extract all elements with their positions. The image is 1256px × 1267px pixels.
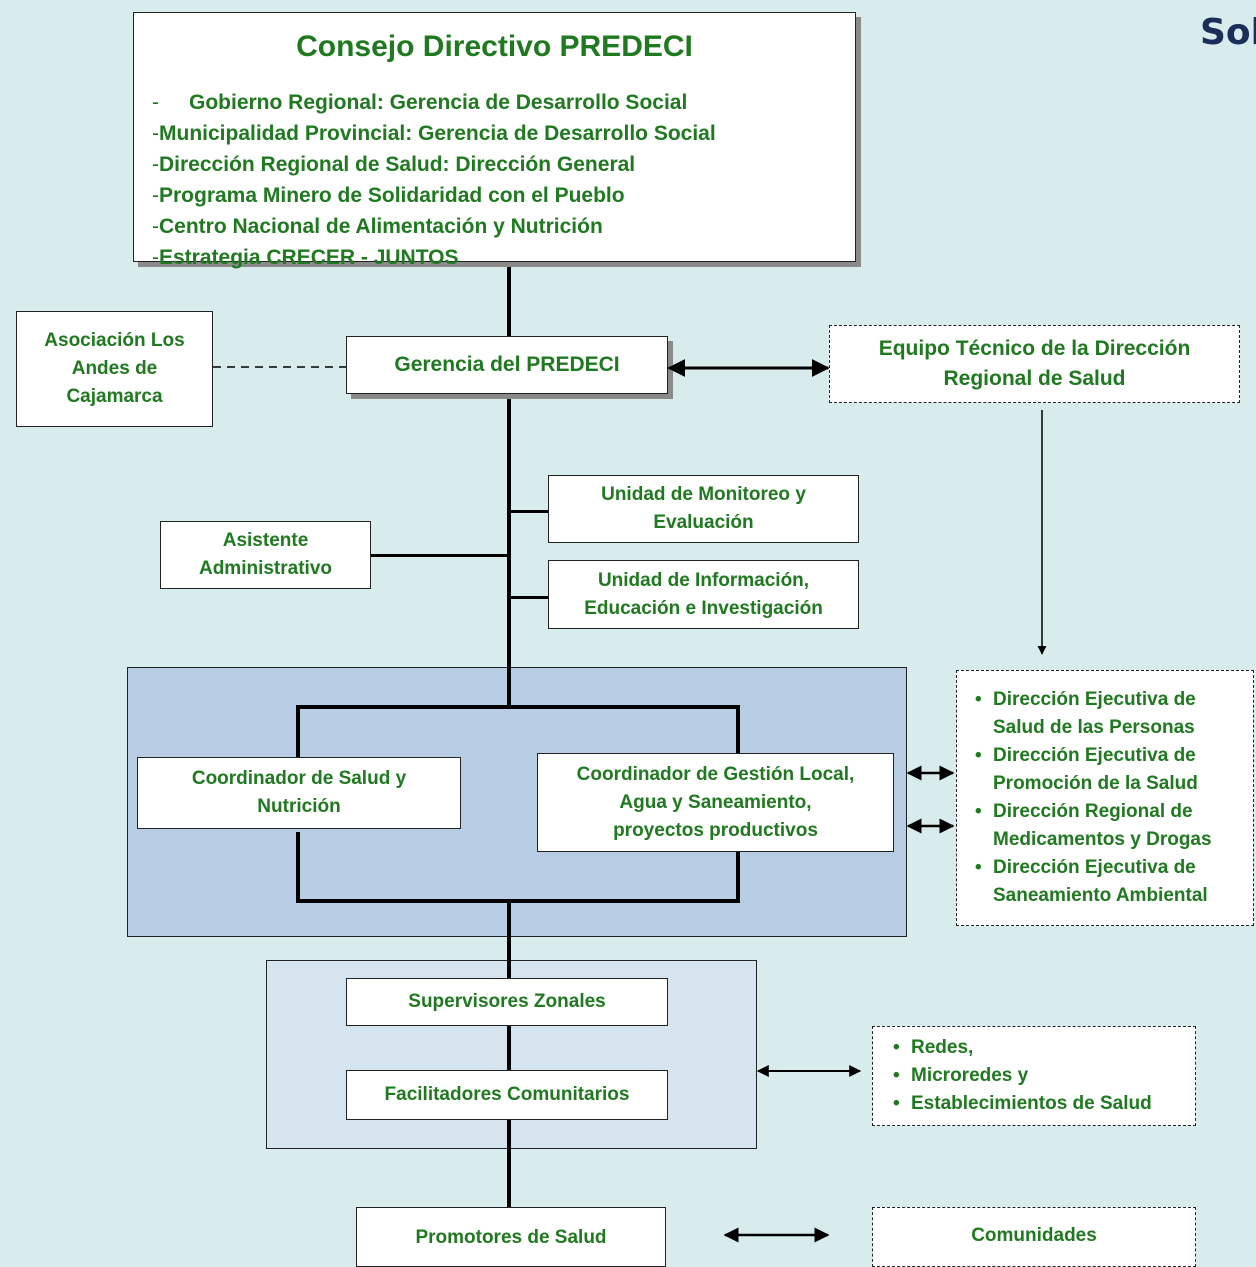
redes-list: Redes, Microredes y Establecimientos de … bbox=[893, 1034, 1152, 1118]
informacion-branch bbox=[507, 596, 549, 599]
unidad-informacion-line: Unidad de Información, bbox=[597, 569, 810, 591]
unidad-monitoreo-line: Unidad de Monitoreo y bbox=[601, 484, 806, 505]
corner-logo: Sol bbox=[1200, 12, 1256, 53]
asistente-box: Asistente Administrativo bbox=[160, 521, 371, 589]
coordinador-salud-line: Nutrición bbox=[257, 796, 341, 817]
facilitadores-box: Facilitadores Comunitarios bbox=[346, 1070, 668, 1120]
consejo-directivo-box: Consejo Directivo PREDECI -Gobierno Regi… bbox=[133, 12, 856, 269]
supervisores-box: Supervisores Zonales bbox=[346, 978, 668, 1026]
asistente-line: Asistente bbox=[222, 530, 309, 551]
comunidades-label: Comunidades bbox=[971, 1225, 1097, 1246]
coordinador-gestion-line: Agua y Saneamiento, bbox=[619, 791, 812, 813]
unidad-monitoreo-line: Evaluación bbox=[653, 512, 754, 533]
consejo-member: -Programa Minero de Solidaridad con el P… bbox=[152, 184, 625, 207]
supervisores-label: Supervisores Zonales bbox=[408, 991, 606, 1012]
consejo-member: -Municipalidad Provincial: Gerencia de D… bbox=[152, 122, 716, 145]
promotores-label: Promotores de Salud bbox=[415, 1227, 607, 1248]
coordinators-top-bar bbox=[296, 705, 740, 709]
redes-box: Redes, Microredes y Establecimientos de … bbox=[872, 1026, 1196, 1126]
coordinator-right-up bbox=[736, 852, 740, 902]
asociacion-line: Cajamarca bbox=[66, 386, 163, 407]
unidad-informacion-box: Unidad de Información, Educación e Inves… bbox=[548, 560, 859, 629]
monitoreo-branch bbox=[507, 510, 549, 513]
consejo-member: -Gobierno Regional: Gerencia de Desarrol… bbox=[152, 91, 688, 114]
consejo-member-list: -Gobierno Regional: Gerencia de Desarrol… bbox=[152, 87, 837, 273]
coordinador-salud-line: Coordinador de Salud y bbox=[191, 768, 407, 789]
asociacion-line: Asociación Los bbox=[44, 330, 185, 351]
coordinator-right-drop bbox=[736, 705, 740, 753]
coordinador-salud-box: Coordinador de Salud y Nutrición bbox=[137, 757, 461, 829]
facilitadores-label: Facilitadores Comunitarios bbox=[384, 1084, 630, 1105]
equipo-tecnico-line: Regional de Salud bbox=[943, 367, 1126, 390]
coordinador-gestion-line: Coordinador de Gestión Local, bbox=[576, 763, 855, 785]
consejo-member: -Centro Nacional de Alimentación y Nutri… bbox=[152, 215, 603, 238]
coordinador-gestion-line: proyectos productivos bbox=[613, 819, 818, 841]
asociacion-box: Asociación Los Andes de Cajamarca bbox=[16, 311, 213, 427]
asistente-line: Administrativo bbox=[198, 558, 333, 579]
redes-item: Microredes y bbox=[893, 1062, 1152, 1090]
gerencia-box: Gerencia del PREDECI bbox=[346, 336, 668, 394]
coordinador-gestion-box: Coordinador de Gestión Local, Agua y San… bbox=[537, 753, 894, 852]
consejo-member: -Estrategia CRECER - JUNTOS bbox=[152, 246, 459, 269]
gerencia-label: Gerencia del PREDECI bbox=[394, 353, 620, 376]
unidad-monitoreo-box: Unidad de Monitoreo y Evaluación bbox=[548, 475, 859, 543]
equipo-tecnico-box: Equipo Técnico de la Dirección Regional … bbox=[829, 325, 1240, 403]
equipo-tecnico-line: Equipo Técnico de la Dirección bbox=[878, 337, 1191, 360]
main-trunk-line bbox=[507, 260, 511, 708]
consejo-title: Consejo Directivo PREDECI bbox=[296, 30, 693, 63]
redes-item: Redes, bbox=[893, 1034, 1152, 1062]
consejo-member: -Dirección Regional de Salud: Dirección … bbox=[152, 153, 636, 176]
unidad-informacion-line: Educación e Investigación bbox=[584, 597, 823, 619]
coordinators-bottom-bar bbox=[296, 899, 740, 903]
asistente-branch bbox=[370, 554, 510, 557]
coordinator-left-drop bbox=[296, 705, 300, 757]
asociacion-line: Andes de bbox=[71, 358, 158, 379]
redes-item: Establecimientos de Salud bbox=[893, 1090, 1152, 1118]
coordinator-left-up bbox=[296, 832, 300, 902]
